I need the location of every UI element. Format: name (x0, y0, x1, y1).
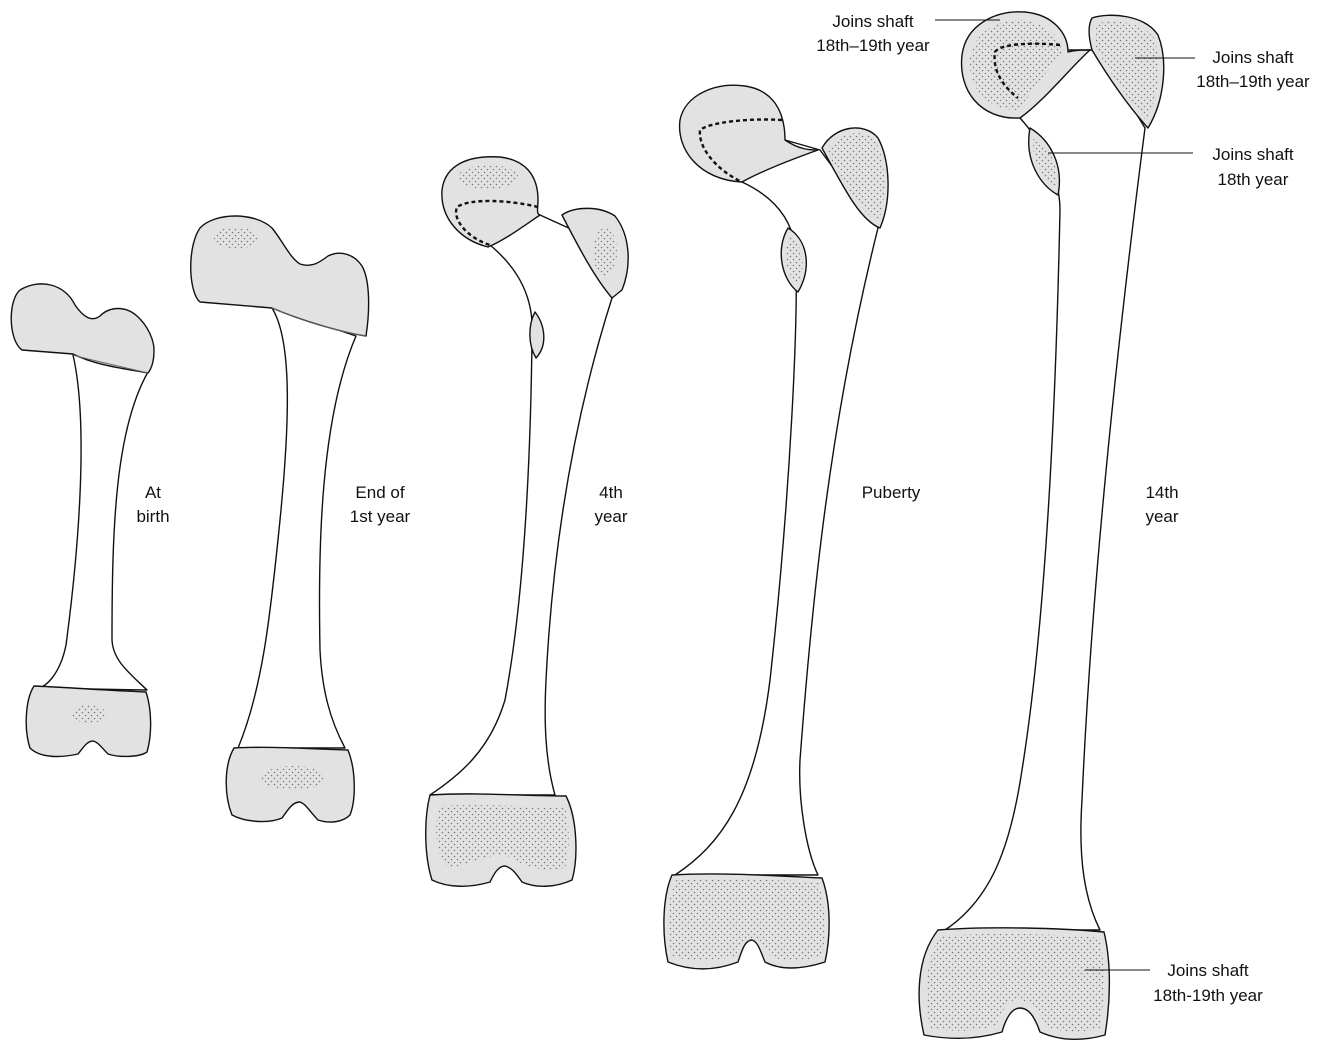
stage-label-1st-year-line1: End of (355, 483, 404, 502)
femur-puberty (664, 85, 888, 968)
distal-ossification-center-1st-year (261, 766, 325, 790)
stage-label-1st-year-line2: 1st year (350, 507, 411, 526)
femur-14th-year (919, 12, 1164, 1039)
callout-greater-trochanter-line2: 18th–19th year (1196, 72, 1310, 91)
stage-label-at-birth-line1: At (145, 483, 161, 502)
callout-distal-line2: 18th-19th year (1153, 986, 1263, 1005)
stage-label-4th-year-line2: year (594, 507, 627, 526)
callout-greater-trochanter-line1: Joins shaft (1212, 48, 1294, 67)
shaft-4th-year (430, 215, 612, 795)
callout-head-line1: Joins shaft (832, 12, 914, 31)
callout-distal-line1: Joins shaft (1167, 961, 1249, 980)
stage-label-14th-year-line1: 14th (1145, 483, 1178, 502)
callout-head-line2: 18th–19th year (816, 36, 930, 55)
greater-trochanter-ossification-center-4th-year (593, 228, 617, 276)
stage-label-puberty: Puberty (862, 483, 921, 502)
shaft-puberty (675, 140, 878, 875)
distal-ossification-center-at-birth (72, 705, 106, 723)
head-ossification-center-4th-year (458, 165, 518, 189)
callout-lesser-trochanter-line1: Joins shaft (1212, 145, 1294, 164)
femur-at-birth (11, 284, 154, 757)
callout-lesser-trochanter-line2: 18th year (1218, 170, 1289, 189)
stage-label-at-birth-line2: birth (136, 507, 169, 526)
stage-label-4th-year-line1: 4th (599, 483, 623, 502)
shaft-at-birth (35, 355, 148, 690)
shaft-end-of-1st-year (238, 308, 356, 748)
head-ossification-center-1st-year (214, 227, 258, 249)
stage-label-14th-year-line2: year (1145, 507, 1178, 526)
femur-end-of-1st-year (191, 216, 369, 822)
